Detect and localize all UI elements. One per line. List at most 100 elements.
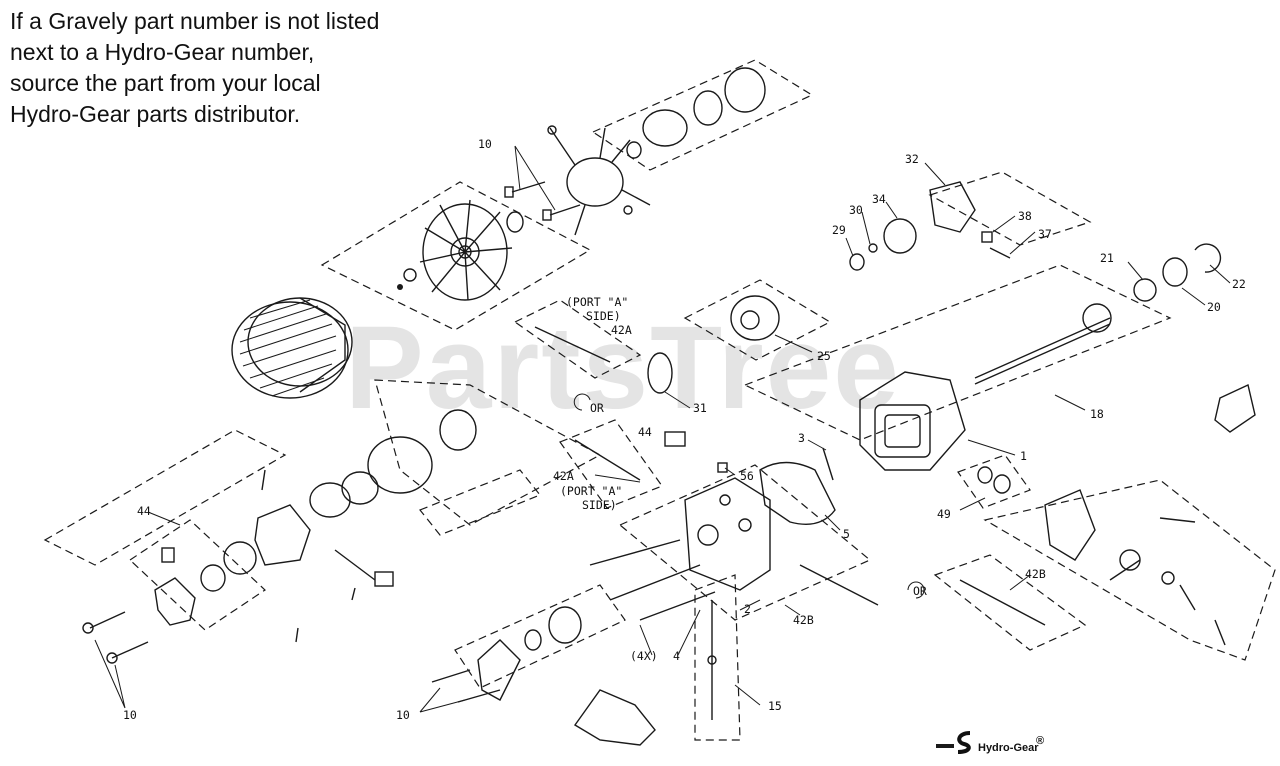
control-arm-top [1214,384,1256,433]
spider-bracket [547,125,651,236]
leader-56 [724,467,736,476]
plug-56 [717,462,728,473]
callout-3: 3 [798,431,805,445]
leader-lines [94,145,1231,713]
callout-1: 1 [1020,449,1027,463]
callout-20: 20 [1207,300,1221,314]
callout-42b-right: 42B [1025,567,1046,581]
port-a-mid-outline [559,419,663,509]
cylinder-block-bore [740,310,760,330]
bearing-20 [1162,257,1188,287]
shaft-18-edge [974,323,1111,385]
washer [403,268,417,282]
leader-22 [1209,264,1231,284]
callout-56: 56 [740,469,754,483]
callout-42a-mid: 42A [553,469,574,483]
grilled-cover [231,297,353,399]
leader-10-bottom [419,687,466,713]
swashplate-31 [647,352,673,394]
logo-bar [936,744,954,748]
leader-44-left [147,511,181,526]
thrust-washer [693,90,723,126]
shaft-18 [974,317,1111,379]
bolt-head [542,209,552,221]
small-bearing [626,141,642,159]
filter-44-left [161,547,175,563]
o-ring-bottom [548,606,582,644]
bolts-10-left [89,611,149,659]
screw-right [1159,517,1196,523]
callout-30: 30 [849,203,863,217]
ring-21 [1133,278,1157,302]
o-ring-top [724,67,766,113]
callout-or-bottom: OR [913,584,927,598]
callout-29: 29 [832,223,846,237]
spring-left [334,549,376,581]
end-cap-left [154,577,196,626]
fitting-left-mid [351,587,356,601]
center-block [684,462,771,591]
bearing-plate [642,109,688,147]
callout-port-a-top-line1: (PORT "A" [566,295,628,309]
leader-5 [824,514,841,531]
callout-42a-top: 42A [611,323,632,337]
leader-34 [885,201,898,219]
fan-group-outline [320,181,592,331]
watermark: PartsTree [345,302,901,434]
leader-29 [845,237,854,257]
parts-note-line-3: source the part from your local [10,70,321,96]
callout-4: 4 [673,649,680,663]
screw-3 [822,447,834,481]
seal-49-outline [957,454,1031,509]
leader-2 [739,599,761,611]
parts-note: If a Gravely part number is not listed n… [10,6,470,130]
main-housing [859,371,966,471]
pin-15-o-ring [707,655,717,665]
cylinder-block-25 [730,295,780,341]
leader-25 [774,334,813,353]
leader-1 [967,439,1016,456]
bearing [506,211,524,233]
check-valve-42b-right [959,579,1046,626]
check-valve-42a-top [534,326,611,363]
control-arm [1044,489,1096,561]
bearing-left [200,564,226,592]
spring-right [1214,619,1226,646]
callout-or-top: OR [590,401,604,415]
filter-44-mid [664,431,686,447]
callout-10-bottom: 10 [396,708,410,722]
nut [397,284,403,290]
gasket-5 [759,461,836,525]
control-arm-outline [983,479,1276,661]
assembly-outlines [43,59,1276,741]
callout-port-a-top-line2: SIDE) [586,309,621,323]
fitting-left-top [261,469,266,491]
pin-37 [989,247,1011,259]
pin-15-outline [694,574,741,741]
mounting-bracket [573,689,656,746]
leader-32 [924,162,946,186]
cooling-fan [419,199,513,301]
or-arrow-bottom [907,581,925,599]
left-assembly-outline-a [43,429,287,566]
logo-registered-mark: ® [1036,735,1044,747]
parts-note-line-4: Hydro-Gear parts distributor. [10,101,301,127]
leader-20 [1181,287,1206,306]
fitting-left-low [295,627,299,643]
leader-3 [807,439,827,451]
callout-10-top: 10 [478,137,492,151]
callout-42b-mid: 42B [793,613,814,627]
top-bearing-group-outline [591,59,814,171]
leader-15 [734,684,761,706]
gerotor [341,471,379,505]
parts [82,67,1256,746]
valve-body-left [254,504,311,566]
check-valve-42a-mid [574,439,641,481]
check-valve-42b-mid [799,564,879,606]
callout-25: 25 [817,349,831,363]
hydro-gear-logo: Hydro-Gear ® [936,731,1044,754]
parts-note-line-2: next to a Hydro-Gear number, [10,39,315,65]
logo-s-mark [957,731,971,754]
leader-21 [1127,261,1144,281]
